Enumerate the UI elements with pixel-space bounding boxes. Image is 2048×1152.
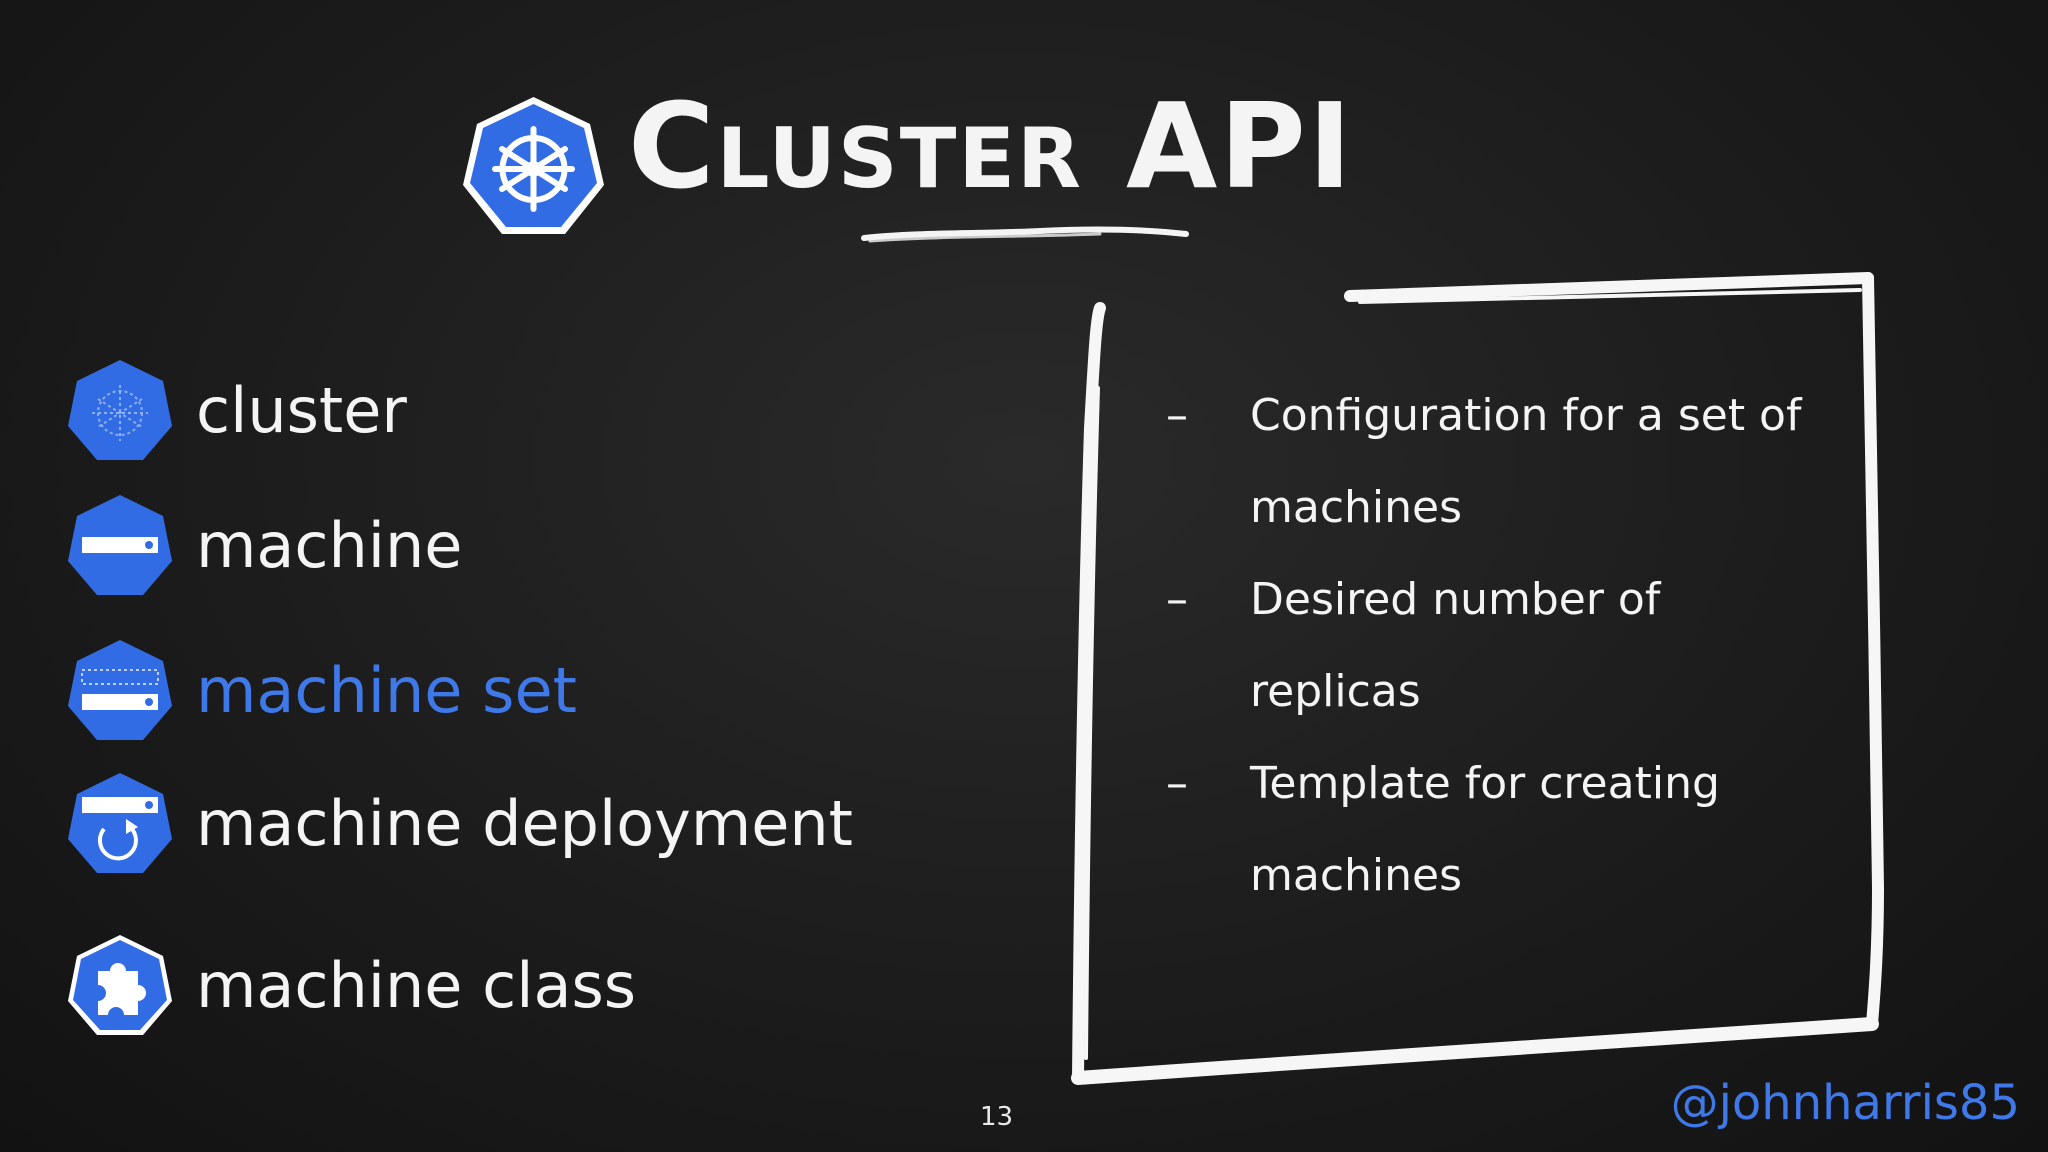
resource-item-machine: machine: [68, 490, 462, 600]
resource-item-machine-deployment: machine deployment: [68, 768, 853, 878]
twitter-handle: @johnharris85: [1670, 1075, 2020, 1131]
resource-label: machine: [196, 508, 463, 582]
bullet-text: Template for creating: [1250, 758, 1720, 809]
kubernetes-helm-icon: [463, 97, 604, 234]
resource-item-machine-class: machine class: [68, 930, 636, 1040]
title-underline: [861, 226, 1189, 243]
bullet-dash: –: [1166, 758, 1188, 809]
machine-set-icon: [68, 640, 172, 740]
bullet-text: machines: [1250, 482, 1463, 533]
bullet-text: replicas: [1250, 666, 1421, 717]
page-title: Cluster API: [628, 81, 1354, 212]
bullet-dash: –: [1166, 574, 1188, 625]
list-item: machines: [1166, 462, 1846, 554]
title-suffix: API: [1126, 77, 1354, 215]
resource-label: machine class: [196, 948, 637, 1022]
list-item: – Desired number of: [1166, 554, 1846, 646]
cluster-icon: [68, 360, 172, 460]
page-number: 13: [980, 1102, 1014, 1132]
machine-deployment-icon: [68, 773, 172, 873]
list-item: replicas: [1166, 646, 1846, 738]
description-list: – Configuration for a set of machines – …: [1166, 370, 1846, 922]
title-prefix: Cluster: [628, 77, 1083, 215]
machine-icon: [68, 495, 172, 595]
puzzle-piece-icon: [68, 935, 172, 1035]
bullet-text: Configuration for a set of: [1250, 390, 1802, 441]
resource-label: machine set: [196, 653, 577, 727]
description-frame: [1071, 272, 1884, 1085]
resource-label: machine deployment: [196, 786, 853, 860]
list-item: – Template for creating: [1166, 738, 1846, 830]
resource-item-machine-set: machine set: [68, 635, 577, 745]
resource-label: cluster: [196, 373, 407, 447]
list-item: machines: [1166, 830, 1846, 922]
list-item: – Configuration for a set of: [1166, 370, 1846, 462]
bullet-dash: –: [1166, 390, 1188, 441]
bullet-text: machines: [1250, 850, 1463, 901]
bullet-text: Desired number of: [1250, 574, 1661, 625]
resource-item-cluster: cluster: [68, 355, 407, 465]
